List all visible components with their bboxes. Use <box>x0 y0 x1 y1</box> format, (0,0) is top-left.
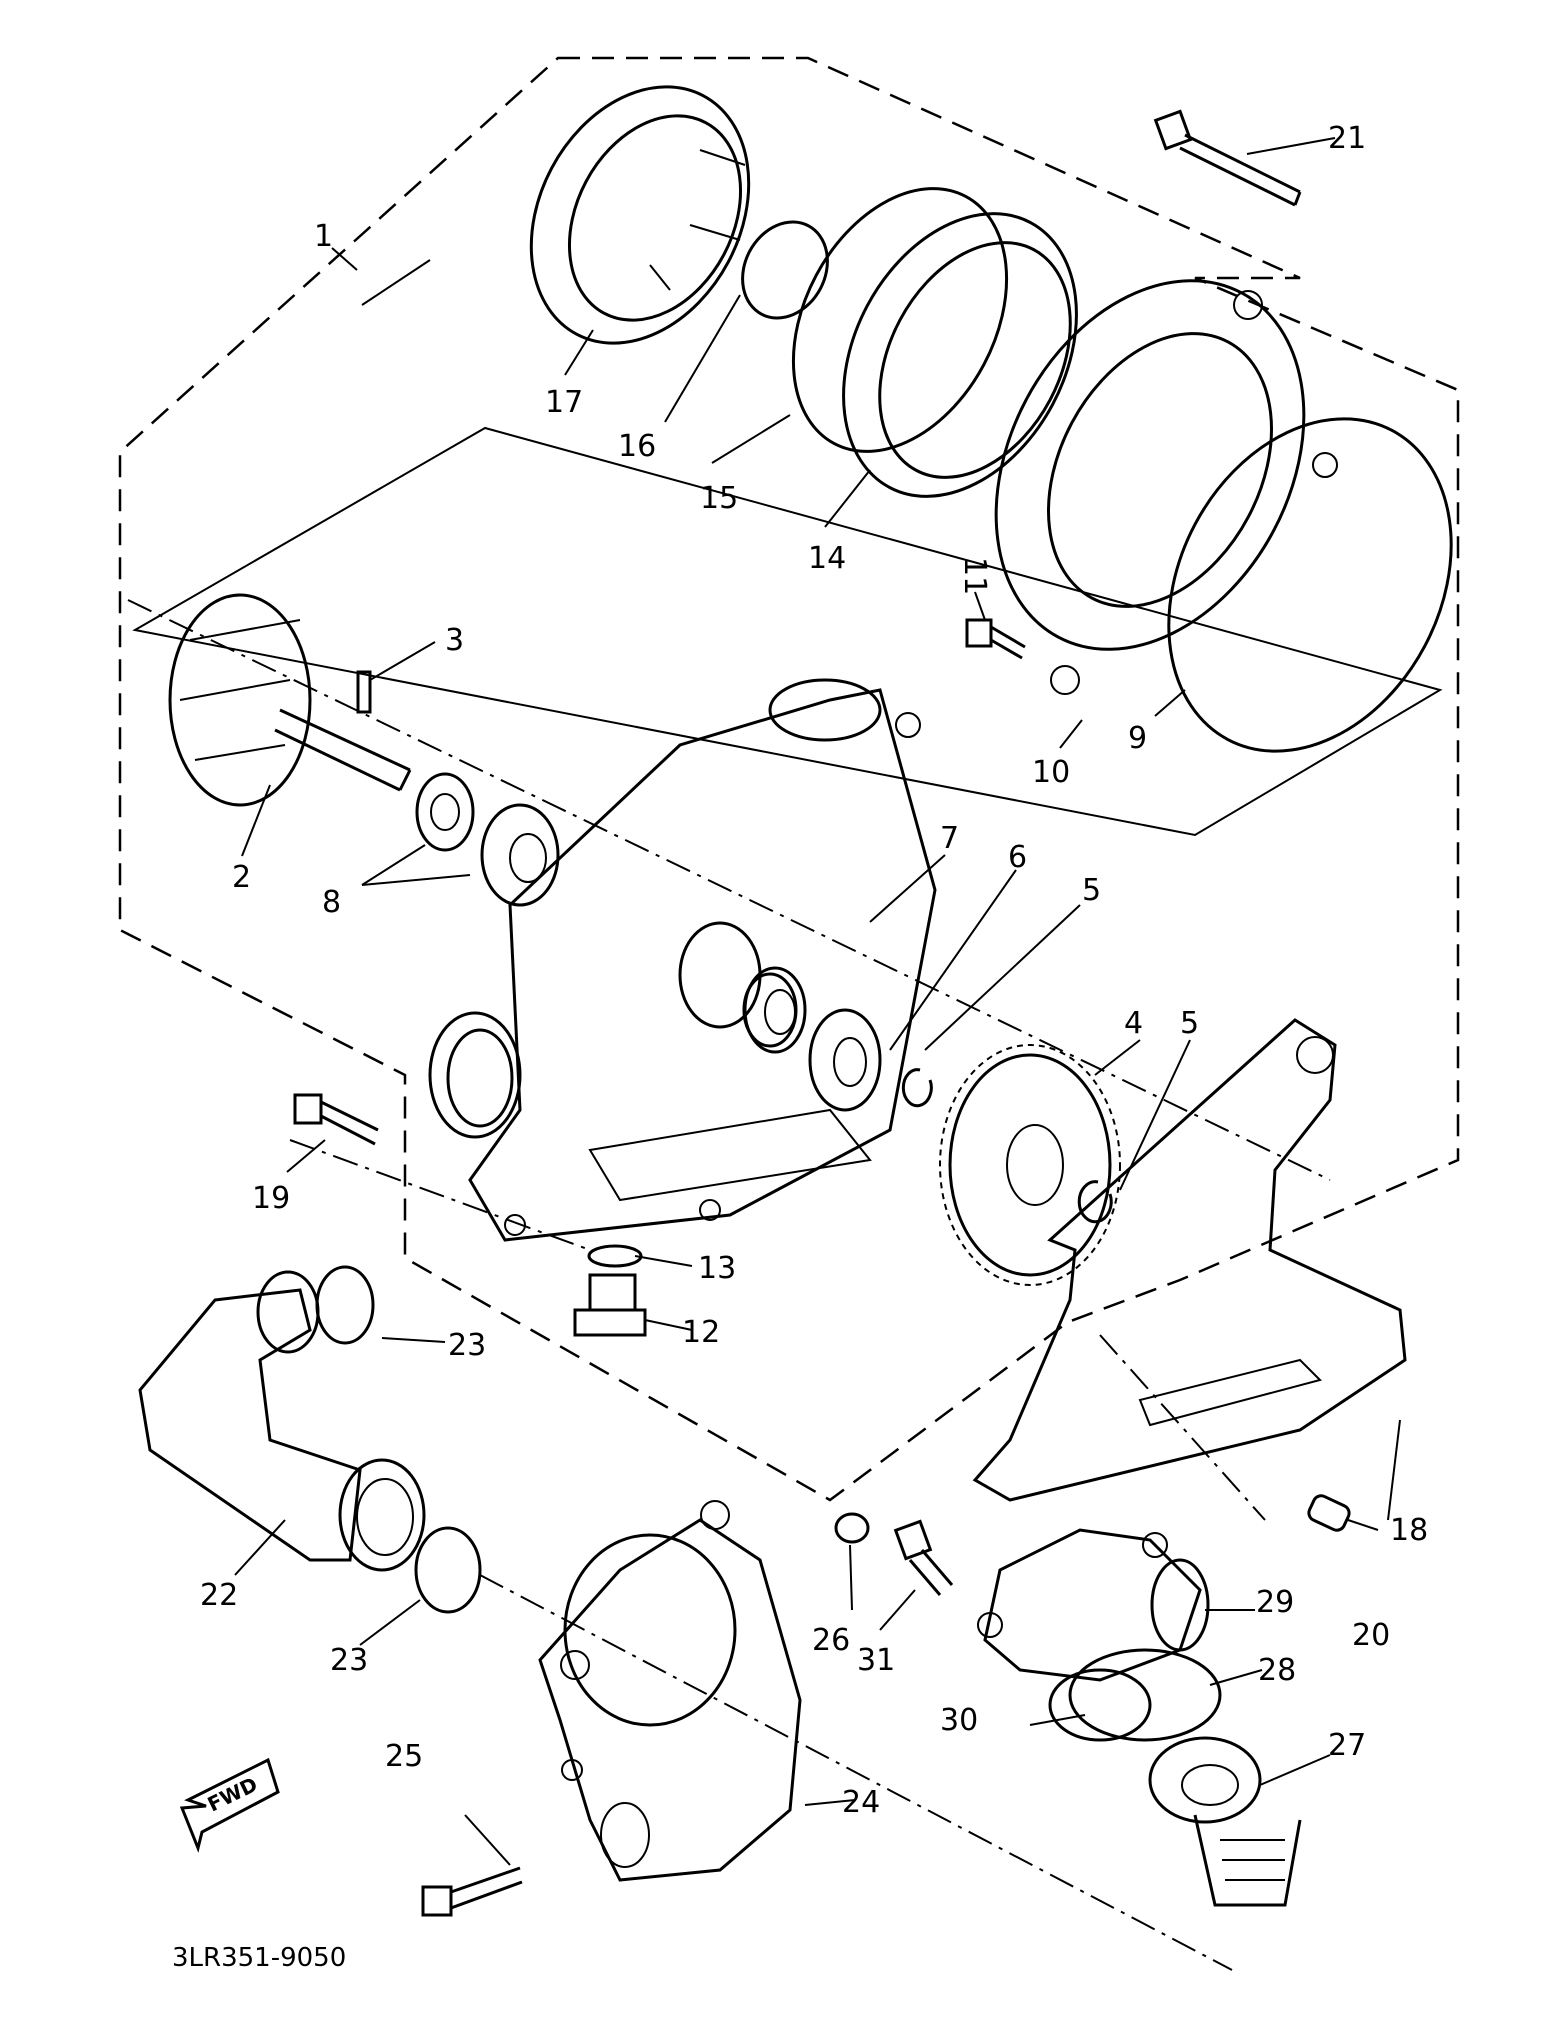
callout-5b: 5 <box>1180 1006 1199 1041</box>
callout-22: 22 <box>200 1578 238 1613</box>
part-23-o-ring-a <box>315 1265 375 1345</box>
alignment-axis-lower <box>479 1574 1233 1971</box>
part-19-bolt <box>293 1093 379 1146</box>
callout-7: 7 <box>940 821 959 856</box>
diagram-code: 3LR351-9050 <box>172 1943 346 1973</box>
part-16-cap <box>741 220 829 320</box>
callout-2: 2 <box>232 860 251 895</box>
leader-lines <box>234 137 1401 1866</box>
callout-31: 31 <box>857 1643 895 1678</box>
part-22-pipe <box>138 1270 426 1572</box>
callout-26: 26 <box>812 1623 850 1658</box>
alignment-axis-pin <box>1099 1334 1266 1521</box>
callout-13: 13 <box>698 1251 736 1286</box>
part-28-gasket <box>1068 1648 1222 1742</box>
part-15-ring <box>791 187 1009 453</box>
callout-17: 17 <box>545 385 583 420</box>
callout-30: 30 <box>940 1703 978 1738</box>
alignment-axis-hose <box>289 1139 591 1251</box>
impeller-group-outline <box>132 426 1443 837</box>
part-14-seal <box>842 212 1078 498</box>
callout-14: 14 <box>808 541 846 576</box>
part-11-bolt <box>965 618 1026 660</box>
callout-27: 27 <box>1328 1728 1366 1763</box>
callout-28: 28 <box>1258 1653 1296 1688</box>
part-5-circlip-b <box>1077 1180 1113 1224</box>
callout-29: 29 <box>1256 1585 1294 1620</box>
part-9-o-ring <box>1167 417 1453 753</box>
callout-21: 21 <box>1328 121 1366 156</box>
part-6-bearing <box>808 1008 882 1112</box>
part-29-cover <box>977 1528 1210 1682</box>
part-21-bolt <box>1153 109 1302 207</box>
part-10-housing-cover <box>994 279 1338 695</box>
callout-3: 3 <box>445 623 464 658</box>
callout-6: 6 <box>1008 840 1027 875</box>
part-12-drain-bolt <box>573 1273 647 1337</box>
part-13-washer <box>587 1244 643 1268</box>
callout-12: 12 <box>682 1315 720 1350</box>
part-27-thermostat <box>1148 1736 1302 1907</box>
callout-24: 24 <box>842 1785 880 1820</box>
part-8-seals <box>415 772 560 907</box>
callout-1: 1 <box>314 219 333 254</box>
part-26-plug <box>834 1512 870 1544</box>
callout-15: 15 <box>700 481 738 516</box>
part-23-o-ring-b <box>414 1526 482 1614</box>
part-18-gasket <box>972 1018 1407 1502</box>
callout-10: 10 <box>1032 755 1070 790</box>
callout-20: 20 <box>1352 1618 1390 1653</box>
callout-8: 8 <box>322 885 341 920</box>
callout-23b: 23 <box>330 1643 368 1678</box>
part-3-pin <box>356 670 372 714</box>
part-4-gear <box>939 1044 1121 1286</box>
callout-23a: 23 <box>448 1328 486 1363</box>
part-17-seal <box>529 85 751 345</box>
part-31-bolt <box>893 1519 954 1596</box>
callout-25: 25 <box>385 1739 423 1774</box>
callout-16: 16 <box>618 429 656 464</box>
callout-4: 4 <box>1124 1006 1143 1041</box>
callout-18: 18 <box>1390 1513 1428 1548</box>
callout-9: 9 <box>1128 721 1147 756</box>
callouts: 1 2 3 4 5 5 6 7 8 9 10 11 12 13 14 15 16… <box>200 121 1428 1820</box>
assembly-boundary-dashed <box>118 56 1460 1502</box>
part-7-bearing <box>743 966 807 1054</box>
part-2-impeller <box>168 593 412 807</box>
part-30-gasket <box>1048 1668 1152 1742</box>
part-20-dowel <box>1307 1494 1351 1532</box>
pump-housing <box>428 678 937 1242</box>
callout-19: 19 <box>252 1181 290 1216</box>
part-24-thermostat-housing <box>538 1500 802 1882</box>
part-25-bolt <box>421 1866 523 1917</box>
callout-11: 11 <box>957 557 992 595</box>
callout-5a: 5 <box>1082 873 1101 908</box>
fwd-arrow: FWD <box>179 1757 280 1853</box>
part-5-circlip-a <box>901 1068 933 1108</box>
alignment-axis-upper <box>127 599 1331 1181</box>
